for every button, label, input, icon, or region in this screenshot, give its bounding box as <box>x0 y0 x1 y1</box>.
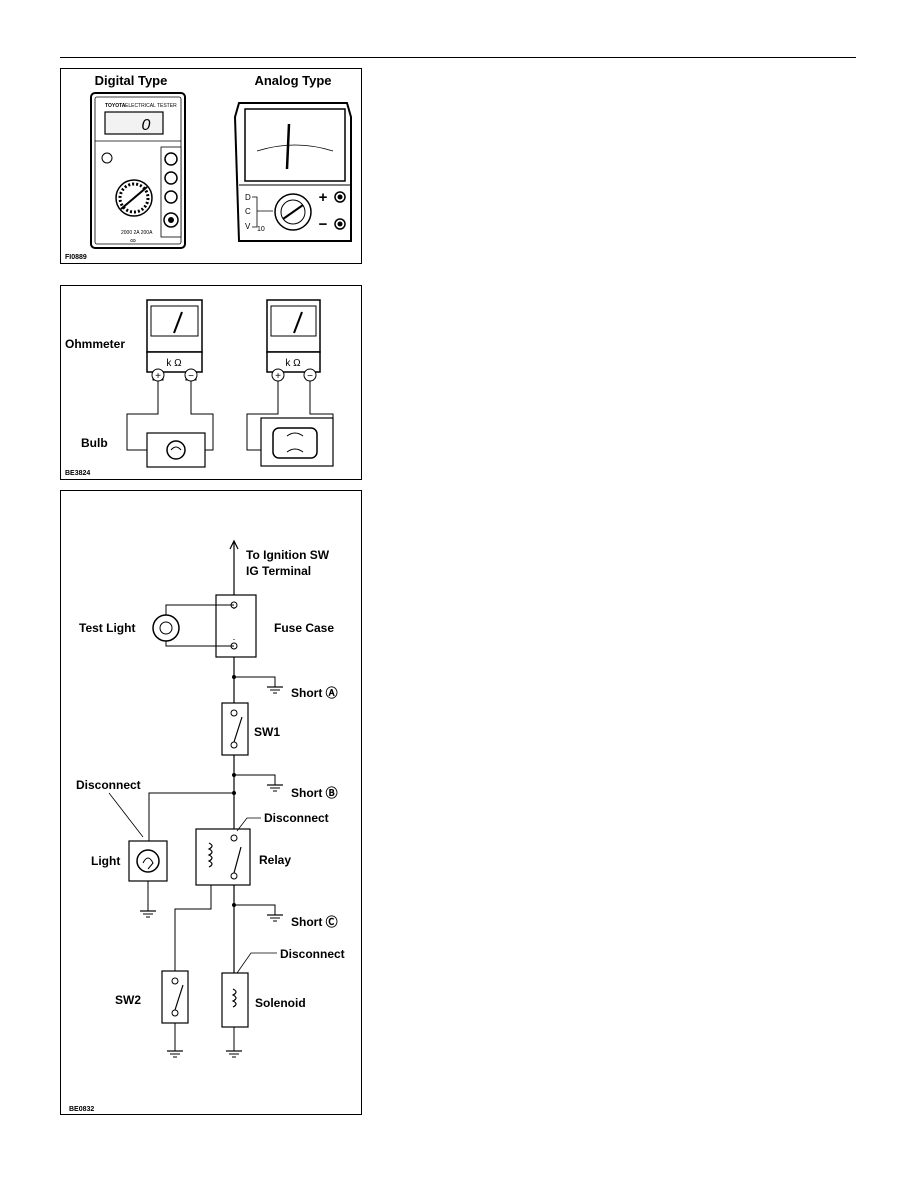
light-label: Light <box>91 854 120 868</box>
digital-model: ELECTRICAL TESTER <box>125 103 177 109</box>
digital-jack-1[interactable] <box>164 152 178 166</box>
relay-label: Relay <box>259 853 291 867</box>
figure-tester-types: Digital Type Analog Type TOYOTA ELECTRIC… <box>60 68 362 264</box>
ohmmeter-left: k Ω + − <box>146 299 203 382</box>
double-bulb-symbol <box>272 427 318 459</box>
ohmmeter-right: k Ω + − <box>266 299 321 382</box>
analog-minus-sign: − <box>319 216 328 233</box>
tester-types-diagram: Digital Type Analog Type TOYOTA ELECTRIC… <box>65 73 352 261</box>
disconnect-light-label: Disconnect <box>76 778 141 792</box>
analog-type-title: Analog Type <box>254 73 331 88</box>
ohmmeter-bulb-diagram: Ohmmeter k Ω + − Bulb k Ω <box>65 299 334 477</box>
short-b-label: Short Ⓑ <box>291 785 338 800</box>
arrow-up-icon <box>229 539 239 550</box>
svg-text:+: + <box>155 371 161 382</box>
relay-coil <box>207 842 213 868</box>
figure-code: BE3824 <box>65 470 90 477</box>
disconnect-relay-label: Disconnect <box>264 811 329 825</box>
analog-label-d: D <box>245 193 251 202</box>
digital-display <box>104 111 164 135</box>
test-light-label: Test Light <box>79 621 135 635</box>
digital-brand: TOYOTA <box>105 103 126 109</box>
ohm-unit-left: k Ω <box>166 358 182 369</box>
bulb-symbol <box>166 440 186 460</box>
short-c-label: Short Ⓒ <box>291 914 338 929</box>
digital-tester: TOYOTA ELECTRICAL TESTER 0 2000 2A 200A … <box>90 92 186 249</box>
ohmmeter-label: Ohmmeter <box>65 337 125 351</box>
fuse-case-label: Fuse Case <box>274 621 334 635</box>
sw1-label: SW1 <box>254 725 280 739</box>
svg-text:−: − <box>188 371 194 382</box>
digital-display-value: 0 <box>142 117 151 134</box>
digital-jack-3[interactable] <box>164 190 178 204</box>
analog-needle <box>285 123 291 170</box>
svg-text:−: − <box>307 371 313 382</box>
ignition-label-line2: IG Terminal <box>246 564 311 578</box>
relay-box <box>195 828 251 886</box>
svg-text:+: + <box>275 371 281 382</box>
bulb-label: Bulb <box>81 436 108 450</box>
digital-jack-2[interactable] <box>164 171 178 185</box>
light-bulb <box>136 849 160 873</box>
sw2-label: SW2 <box>115 993 141 1007</box>
svg-text:2000 2A 200A: 2000 2A 200A <box>121 230 153 236</box>
short-a-label: Short Ⓐ <box>291 685 338 700</box>
test-light-bulb <box>152 614 180 642</box>
analog-label-c: C <box>245 207 251 216</box>
disconnect-solenoid-label: Disconnect <box>280 947 345 961</box>
analog-plus-sign: + <box>319 189 328 206</box>
analog-label-10: 10 <box>257 226 265 233</box>
ignition-label-line1: To Ignition SW <box>246 548 330 562</box>
analog-tester: D C V 10 + − <box>233 102 352 242</box>
power-button[interactable] <box>101 152 113 164</box>
solenoid-coil <box>231 988 237 1008</box>
circuit-diagram: To Ignition SW IG Terminal Fuse Case Tes… <box>69 539 345 1113</box>
analog-label-v: V <box>245 222 251 231</box>
digital-type-title: Digital Type <box>95 73 168 88</box>
svg-text:∞: ∞ <box>130 236 136 245</box>
solenoid-label: Solenoid <box>255 996 306 1010</box>
ohm-unit-right: k Ω <box>285 358 301 369</box>
figure-ohmmeter-bulb: Ohmmeter k Ω + − Bulb k Ω <box>60 285 362 480</box>
header-rule <box>60 57 856 58</box>
figure-code: BE0832 <box>69 1106 94 1113</box>
figure-circuit-check: To Ignition SW IG Terminal Fuse Case Tes… <box>60 490 362 1115</box>
figure-code: FI0889 <box>65 254 87 261</box>
